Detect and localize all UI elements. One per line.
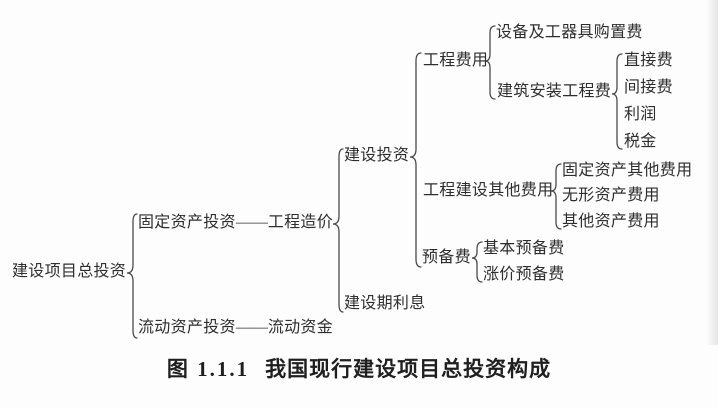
node-current-asset-label: 流动资产投资: [138, 319, 236, 336]
node-project-cost: 工程费用: [423, 52, 489, 69]
node-working-capital-label: 流动资金: [267, 319, 334, 336]
figure-caption-title: 我国现行建设项目总投资构成: [265, 357, 552, 381]
node-fixed-asset-other-fee: 固定资产其他费用: [562, 162, 693, 179]
node-fixed-asset-investment: 固定资产投资——工程造价: [138, 214, 333, 232]
node-equipment-purchase-fee: 设备及工器具购置费: [496, 24, 643, 41]
node-total-investment: 建设项目总投资: [12, 263, 127, 280]
node-price-increase-reserve-fee: 涨价预备费: [483, 266, 565, 283]
brace-total-investment: [126, 213, 138, 339]
current-asset-connector-dash: ——: [235, 319, 268, 336]
node-current-asset-investment: 流动资产投资——流动资金: [138, 319, 333, 337]
figure-caption: 图 1.1.1 我国现行建设项目总投资构成: [0, 356, 718, 382]
node-reserve-fee: 预备费: [422, 249, 471, 266]
brace-construction-investment: [409, 52, 422, 268]
node-other-construction-costs: 工程建设其他费用: [423, 182, 554, 199]
node-engineering-cost-label: 工程造价: [267, 214, 334, 231]
node-fixed-asset-label: 固定资产投资: [138, 214, 236, 231]
node-construction-investment: 建设投资: [344, 147, 410, 164]
figure-caption-number: 图 1.1.1: [166, 357, 250, 381]
brace-engineering-cost: [332, 148, 344, 313]
brace-project-cost: [484, 25, 496, 100]
node-intangible-asset-fee: 无形资产费用: [562, 187, 660, 204]
node-tax: 税金: [624, 133, 657, 150]
fixed-asset-connector-dash: ——: [235, 214, 268, 231]
node-construction-installation-fee: 建筑安装工程费: [497, 83, 612, 100]
brace-reserve-fee: [471, 241, 483, 283]
node-basic-reserve-fee: 基本预备费: [483, 240, 565, 257]
brace-construction-installation: [611, 53, 623, 150]
node-other-asset-fee: 其他资产费用: [562, 213, 660, 230]
brace-other-costs: [550, 163, 562, 230]
node-profit: 利润: [624, 106, 657, 123]
node-direct-fee: 直接费: [624, 52, 673, 69]
node-indirect-fee: 间接费: [624, 79, 673, 96]
node-construction-period-interest: 建设期利息: [344, 295, 426, 312]
